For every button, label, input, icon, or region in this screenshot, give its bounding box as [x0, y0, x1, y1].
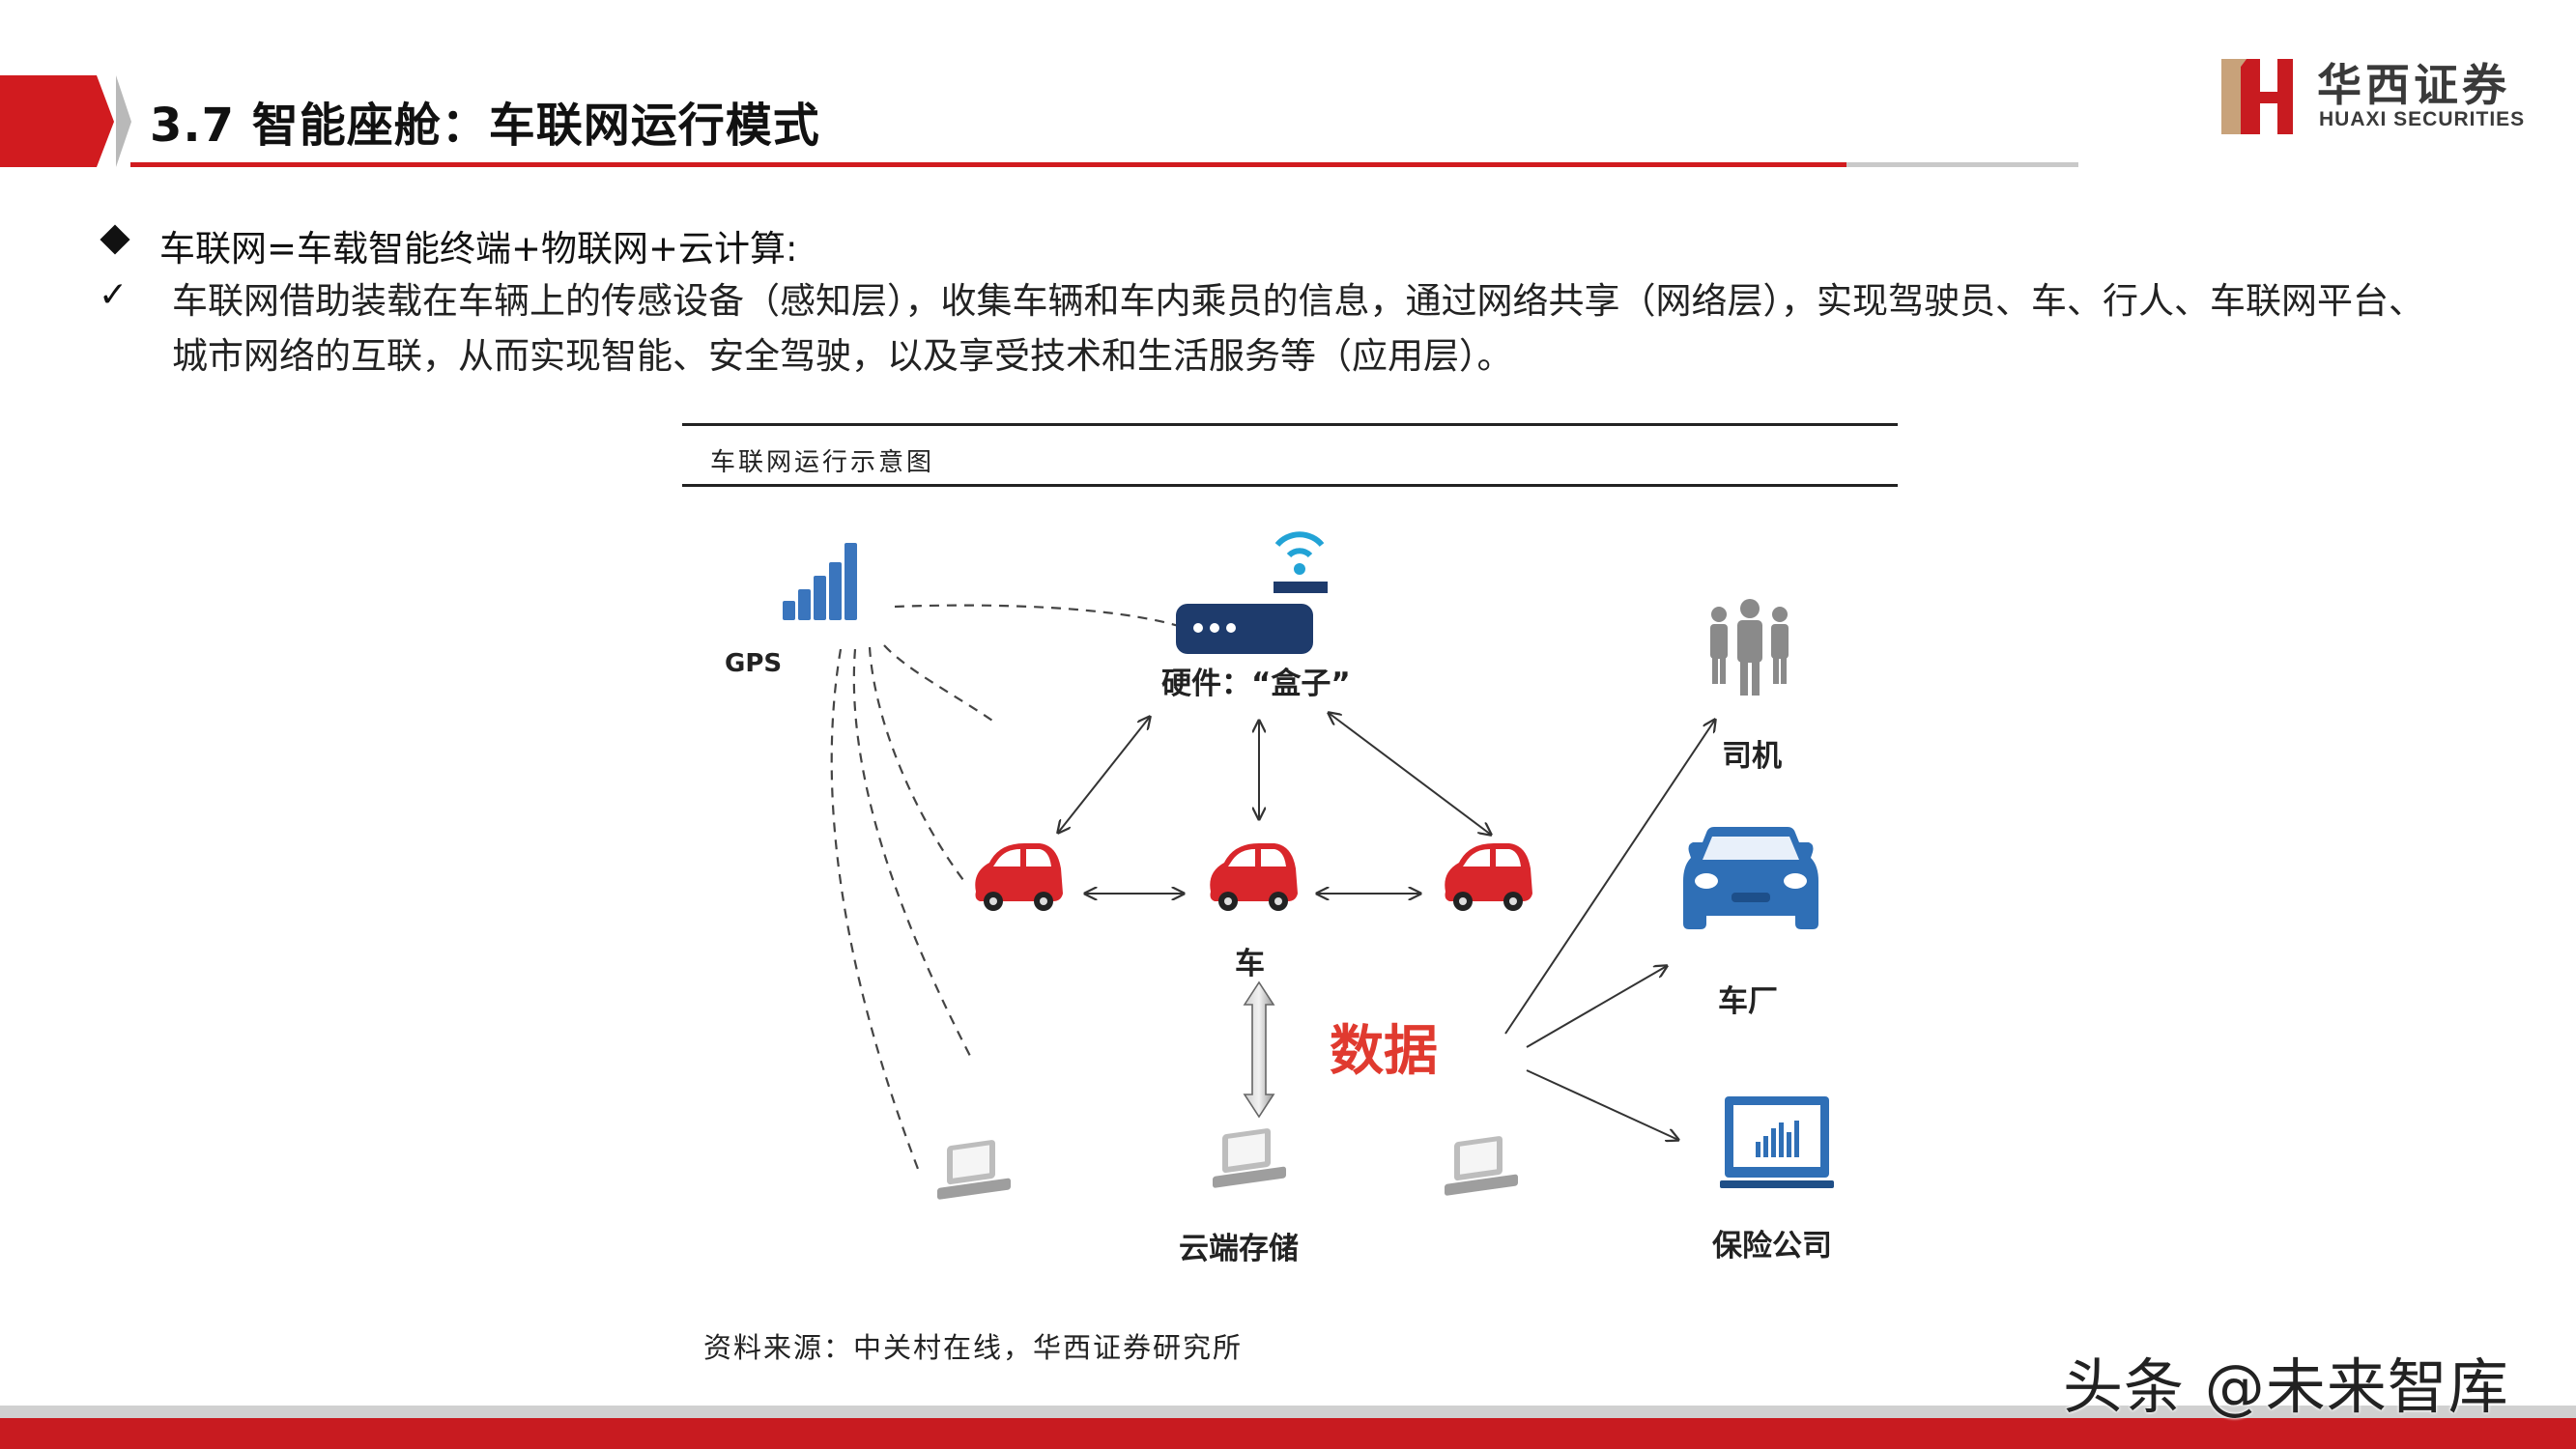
title-underline-grey	[1846, 162, 2078, 167]
header-red-tab	[0, 75, 97, 167]
car-icon	[1445, 843, 1532, 911]
car-icon	[975, 843, 1063, 911]
huaxi-logo-icon	[2221, 59, 2293, 134]
data-label: 数据	[1330, 1020, 1438, 1083]
monitor-chart-icon	[1720, 1096, 1834, 1188]
blue-car-icon	[1683, 827, 1818, 929]
cloud-label: 云端存储	[1179, 1232, 1299, 1266]
driver-label: 司机	[1722, 739, 1782, 774]
figure-title-rule	[682, 484, 1898, 487]
double-arrow-icon	[1243, 980, 1275, 1119]
car-icon	[1210, 843, 1298, 911]
watermark: 头条 @未来智库	[2063, 1351, 2509, 1422]
hardware-label: 硬件：“盒子”	[1161, 667, 1351, 701]
gps-signal-icon	[783, 543, 857, 620]
car-label: 车	[1235, 947, 1265, 981]
figure-title: 车联网运行示意图	[710, 448, 935, 477]
manufacturer-label: 车厂	[1718, 984, 1778, 1019]
header-grey-wedge	[116, 75, 131, 167]
check-mark-icon: ✓	[99, 275, 129, 315]
figure-source: 资料来源：中关村在线，华西证券研究所	[703, 1331, 1244, 1364]
data-arrows	[1504, 720, 1715, 1140]
figure-top-rule	[682, 423, 1898, 426]
title-underline	[130, 162, 1846, 167]
network-arrows	[1058, 713, 1491, 894]
router-icon	[1176, 531, 1328, 654]
insurance-label: 保险公司	[1712, 1229, 1832, 1264]
laptop-icon	[937, 1140, 1011, 1200]
footer-grey-band	[0, 1406, 2576, 1418]
gps-dashed-links	[830, 604, 1180, 1170]
people-icon	[1710, 599, 1789, 696]
header-tab-notch	[97, 75, 114, 167]
gps-label: GPS	[725, 649, 782, 678]
logo-text-cn: 华西证券	[2317, 59, 2510, 111]
body-paragraph: 车联网借助装载在车辆上的传感设备（感知层），收集车辆和车内乘员的信息，通过网络共…	[172, 280, 2424, 377]
iov-diagram: GPS 硬件：“盒子”	[725, 531, 1834, 1266]
footer-red-band	[0, 1418, 2576, 1449]
laptop-icon	[1445, 1136, 1518, 1196]
page-title: 3.7 智能座舱：车联网运行模式	[150, 99, 820, 153]
diamond-bullet-icon	[100, 224, 130, 255]
bullet-text: 车联网=车载智能终端+物联网+云计算:	[159, 228, 798, 270]
logo-text-en: HUAXI SECURITIES	[2319, 108, 2526, 130]
laptop-icon	[1213, 1128, 1286, 1188]
